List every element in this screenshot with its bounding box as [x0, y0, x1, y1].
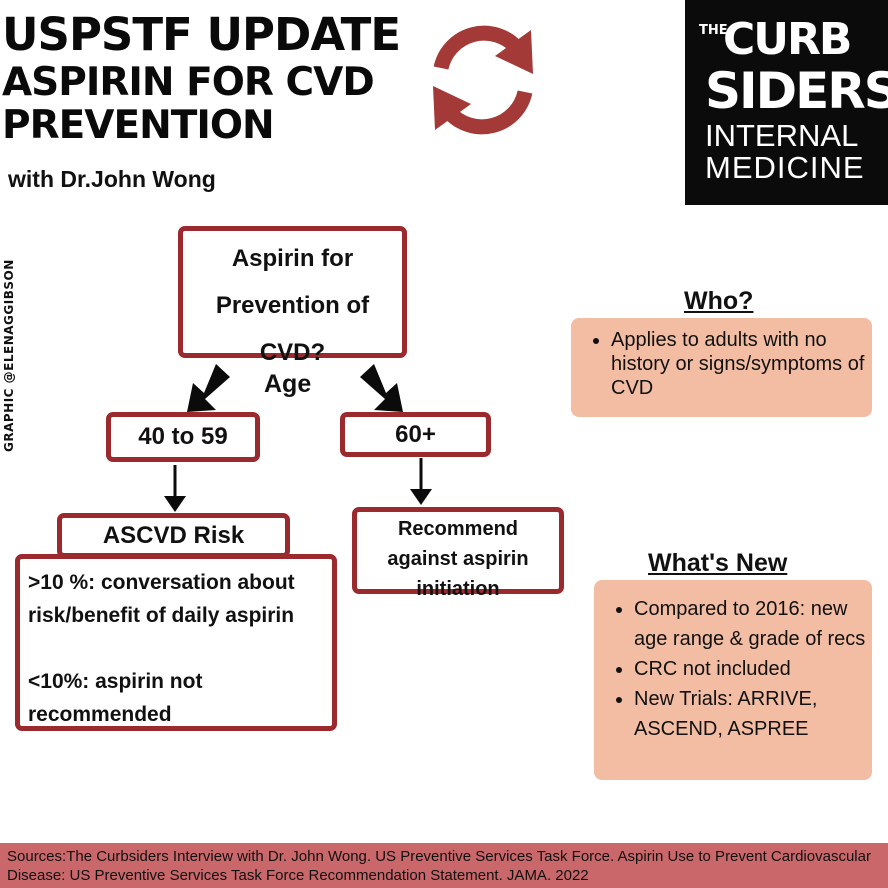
age-label: Age: [264, 370, 312, 398]
title-line-3: PREVENTION: [2, 103, 275, 148]
logo-medicine: MEDICINE: [705, 150, 865, 185]
recommend-against-box: Recommend against aspirin initiation: [352, 507, 564, 600]
question-line-2: Prevention of: [215, 292, 370, 319]
whats-new-item: CRC not included: [634, 654, 872, 684]
age-40-59-box: 40 to 59: [106, 412, 260, 462]
arrow-40-to-ascvd-head: [164, 496, 186, 512]
recommend-line-1: Recommend: [397, 518, 519, 540]
curbsiders-logo: THE CURB SIDERS INTERNAL MEDICINE: [685, 0, 888, 205]
whats-new-heading: What's New: [648, 549, 788, 577]
risk-line-4: recommended: [28, 703, 172, 726]
logo-siders: SIDERS: [705, 62, 888, 120]
whats-new-item: New Trials: ARRIVE, ASCEND, ASPREE: [634, 684, 872, 744]
risk-line-1: >10 %: conversation about: [28, 571, 295, 594]
question-box: Aspirin for Prevention of CVD?: [178, 226, 407, 366]
sources-text: Sources:The Curbsiders Interview with Dr…: [7, 848, 871, 884]
whats-new-item: Compared to 2016: new age range & grade …: [634, 594, 872, 654]
sources-footer: Sources:The Curbsiders Interview with Dr…: [0, 843, 888, 888]
risk-line-2: risk/benefit of daily aspirin: [28, 604, 295, 627]
who-item: Applies to adults with no history or sig…: [611, 328, 872, 400]
recommend-line-2: against aspirin: [387, 548, 529, 570]
ascvd-risk-label: ASCVD Risk: [102, 522, 245, 549]
question-line-1: Aspirin for: [231, 245, 354, 272]
subtitle: with Dr.John Wong: [8, 166, 216, 192]
graphic-credit: GRAPHIC @ELENAGGIBSON: [2, 259, 16, 452]
ascvd-risk-box: ASCVD Risk: [57, 513, 290, 558]
logo-internal: INTERNAL: [705, 118, 859, 153]
arrow-60-to-rec-head: [410, 489, 432, 505]
age-60-plus-label: 60+: [395, 421, 436, 448]
whats-new-panel: Compared to 2016: new age range & grade …: [594, 580, 872, 780]
risk-line-3: <10%: aspirin not: [28, 670, 203, 693]
title-line-1: USPSTF UPDATE: [2, 8, 401, 61]
who-panel: Applies to adults with no history or sig…: [571, 318, 872, 417]
question-line-3: CVD?: [259, 339, 326, 366]
whats-new-list: Compared to 2016: new age range & grade …: [594, 594, 872, 744]
title-line-2: ASPIRIN FOR CVD: [2, 60, 375, 105]
who-list: Applies to adults with no history or sig…: [571, 328, 872, 400]
age-40-59-label: 40 to 59: [138, 423, 228, 450]
refresh-icon: [433, 25, 533, 135]
logo-curb: CURB: [723, 14, 852, 65]
logo-the: THE: [699, 23, 728, 38]
age-60-plus-box: 60+: [340, 412, 491, 457]
who-heading: Who?: [684, 287, 754, 315]
recommend-line-3: initiation: [416, 578, 500, 600]
risk-box: >10 %: conversation about risk/benefit o…: [15, 554, 337, 731]
